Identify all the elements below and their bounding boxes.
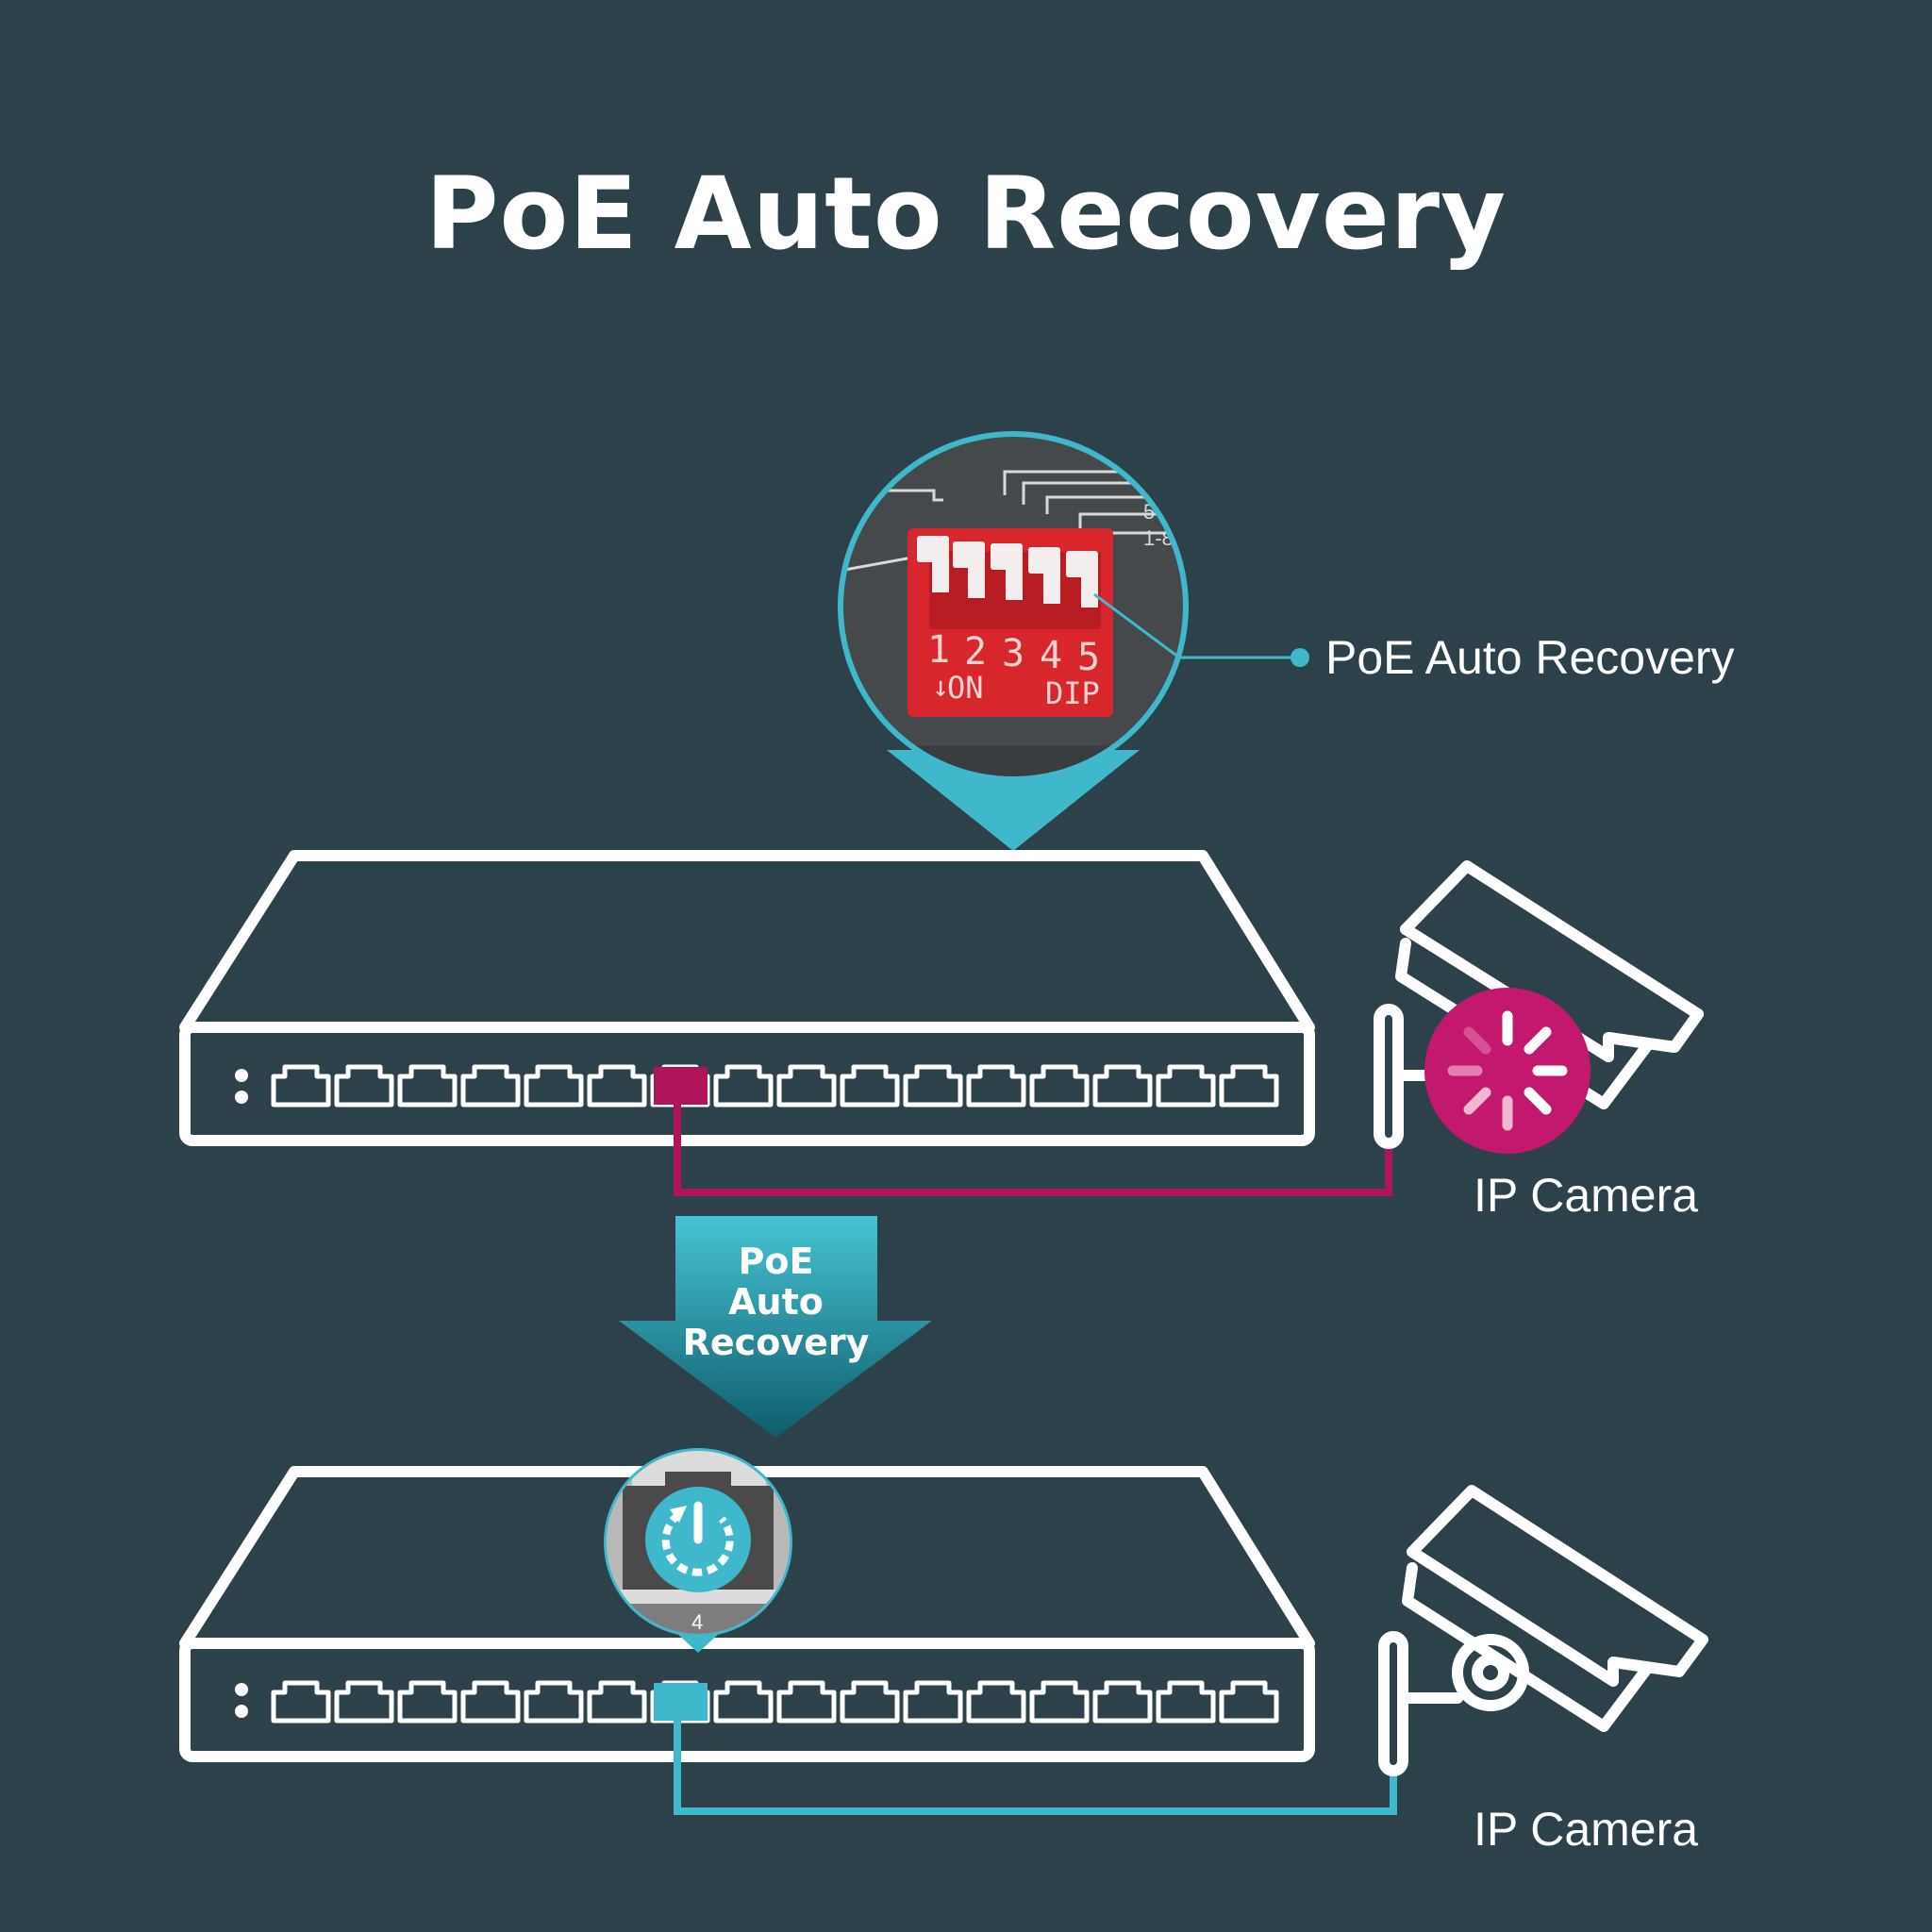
port-4-recovered xyxy=(654,1683,708,1721)
ethernet-port xyxy=(1156,1680,1216,1724)
dip-number-3: 3 xyxy=(1002,632,1024,675)
dip-number-4: 4 xyxy=(1040,634,1062,677)
cable-fault xyxy=(674,1105,1392,1196)
ethernet-port xyxy=(397,1680,458,1724)
ethernet-port xyxy=(1219,1680,1279,1724)
arrow-label-line-3: Recovery xyxy=(682,1322,870,1363)
ethernet-port xyxy=(334,1680,394,1724)
ethernet-port xyxy=(460,1680,521,1724)
dip-number-1: 1 xyxy=(927,628,950,672)
port-4-fault xyxy=(654,1067,708,1105)
cable-recovered xyxy=(674,1721,1397,1815)
recovery-arrow xyxy=(619,1216,932,1438)
port-zoom-callout: 4 xyxy=(604,1448,792,1653)
ethernet-port xyxy=(587,1064,647,1108)
ethernet-port xyxy=(271,1680,331,1724)
dip-switch-callout: 5 1-8 1 2 3 4 5 ↓ ON DIP xyxy=(838,431,1309,851)
ethernet-port xyxy=(1092,1680,1153,1724)
ethernet-port xyxy=(713,1680,774,1724)
zoom-port-number: 4 xyxy=(691,1610,703,1634)
ip-camera-icon xyxy=(1378,1485,1708,1776)
ethernet-port xyxy=(966,1680,1026,1724)
ethernet-port xyxy=(776,1064,837,1108)
ethernet-port xyxy=(713,1064,774,1108)
network-switch-bottom: 4 xyxy=(179,1448,1397,1815)
ip-camera-bottom xyxy=(1378,1485,1708,1776)
ethernet-port xyxy=(524,1680,584,1724)
network-switch-icon xyxy=(179,850,1315,1146)
ethernet-port xyxy=(524,1064,584,1108)
ethernet-port xyxy=(397,1064,458,1108)
ethernet-port xyxy=(840,1064,900,1108)
arrow-label-line-1: PoE xyxy=(738,1241,814,1282)
ethernet-port xyxy=(271,1064,331,1108)
callout-pointer xyxy=(887,750,1140,851)
dip-number-5: 5 xyxy=(1077,636,1100,679)
ethernet-port xyxy=(587,1680,647,1724)
ethernet-port xyxy=(776,1680,837,1724)
dip-callout-label: PoE Auto Recovery xyxy=(1325,631,1735,684)
ethernet-port xyxy=(334,1064,394,1108)
arrow-label: PoE Auto Recovery xyxy=(623,1241,929,1363)
dip-switch-icon: 5 1-8 1 2 3 4 5 ↓ ON DIP xyxy=(843,437,1183,776)
ethernet-port xyxy=(966,1064,1026,1108)
ethernet-port xyxy=(840,1680,900,1724)
dip-number-2: 2 xyxy=(964,630,987,674)
port-row-top xyxy=(271,1064,1279,1108)
ethernet-port xyxy=(903,1680,963,1724)
network-switch-icon xyxy=(179,1466,1315,1762)
ethernet-port xyxy=(460,1064,521,1108)
camera-label-top: IP Camera xyxy=(1474,1169,1699,1222)
ethernet-port xyxy=(903,1064,963,1108)
port-row-bottom xyxy=(271,1680,1279,1724)
callout-dot xyxy=(1291,648,1309,667)
dip-on-label: ON xyxy=(947,670,984,706)
ethernet-port xyxy=(1092,1064,1153,1108)
page-title: PoE Auto Recovery xyxy=(425,156,1507,272)
ethernet-port xyxy=(1156,1064,1216,1108)
camera-label-bottom: IP Camera xyxy=(1474,1803,1699,1856)
arrow-label-line-2: Auto xyxy=(728,1281,824,1323)
svg-text:↓: ↓ xyxy=(932,671,949,704)
ethernet-port xyxy=(1029,1680,1090,1724)
loading-spinner-icon xyxy=(1424,988,1591,1154)
ip-camera-top xyxy=(1374,860,1704,1154)
network-switch-top xyxy=(179,850,1392,1196)
ethernet-port xyxy=(1029,1064,1090,1108)
power-restart-icon xyxy=(645,1487,751,1592)
dip-dip-label: DIP xyxy=(1045,675,1100,711)
ethernet-port xyxy=(1219,1064,1279,1108)
